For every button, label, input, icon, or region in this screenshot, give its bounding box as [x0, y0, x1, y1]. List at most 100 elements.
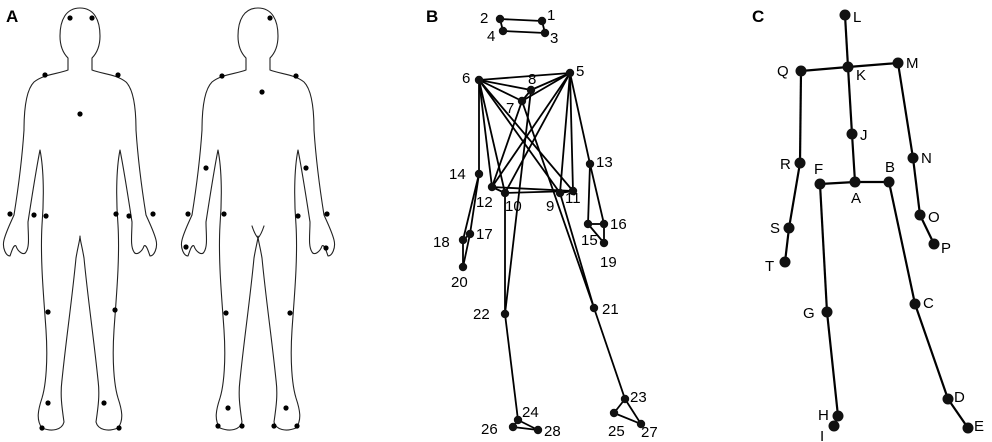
panel-c-joint-C [909, 298, 921, 310]
back-marker [271, 423, 277, 429]
panel-c-edge-J-A [850, 133, 857, 183]
panel-b-joint-9 [555, 188, 565, 198]
back-marker [225, 405, 231, 411]
panel-b-joint-6 [474, 75, 484, 85]
panel-b-edge-1-2 [499, 18, 543, 22]
panel-c-edge-R-S [787, 162, 802, 229]
panel-b-label-3: 3 [550, 30, 558, 47]
front-marker [101, 400, 107, 406]
panel-b-edge-13-16 [589, 163, 605, 225]
panel-b-edge-14-17 [469, 173, 480, 235]
panel-b-edge-7-12 [491, 100, 523, 188]
panel-b-joint-18 [458, 235, 468, 245]
front-marker [39, 425, 45, 431]
back-marker [294, 423, 300, 429]
panel-b-joint-21 [589, 303, 599, 313]
panel-b-edge-5-11 [569, 72, 574, 192]
panel-b-label-16: 16 [610, 216, 627, 233]
panel-c-label-S: S [770, 220, 780, 237]
back-marker [303, 165, 309, 171]
panel-c-joint-A [849, 176, 861, 188]
panel-c-label-C: C [923, 295, 934, 312]
panel-b-label-11: 11 [565, 190, 581, 207]
panel-b-joint-26 [508, 422, 518, 432]
panel-c-label-P: P [941, 240, 951, 257]
panel-b-label-9: 9 [546, 198, 554, 215]
panel-b-edge-6-5 [478, 72, 571, 81]
panel-b-joint-7 [517, 96, 527, 106]
panel-b-joint-23 [620, 394, 630, 404]
panel-b-label-23: 23 [630, 389, 647, 406]
back-marker [283, 405, 289, 411]
panel-c-edge-F-G [818, 183, 829, 313]
panel-b-label-7: 7 [506, 100, 514, 117]
panel-b-joint-2 [495, 14, 505, 24]
panel-c-label-Q: Q [777, 63, 789, 80]
panel-b-edge-7-21 [521, 100, 595, 309]
panel-c-edge-Q-R [798, 70, 803, 164]
panel-c-edge-D-E [947, 398, 969, 429]
panel-b-edge-5-13 [569, 72, 591, 165]
panel-c-label-F: F [814, 161, 823, 178]
panel-c-label-N: N [921, 150, 932, 167]
panel-b-label-18: 18 [433, 234, 450, 251]
panel-c-letter: C [752, 7, 764, 26]
panel-c-label-A: A [851, 190, 861, 207]
panel-c-label-I: I [820, 428, 824, 442]
panel-b-edge-3-4 [502, 30, 546, 34]
panel-b-joint-4 [498, 26, 508, 36]
panel-b-label-1: 1 [547, 7, 555, 24]
panel-b-label-21: 21 [602, 301, 619, 318]
panel-c-label-O: O [928, 209, 940, 226]
back-marker [239, 423, 245, 429]
panel-c-edge-C-D [913, 303, 950, 400]
panel-c-joint-H [832, 410, 844, 422]
panel-a: A [2, 7, 336, 431]
back-marker [259, 89, 265, 95]
panel-c-edge-G-H [825, 311, 840, 417]
panel-c-joints [779, 9, 974, 434]
panel-b-joint-19 [599, 238, 609, 248]
front-marker [112, 307, 118, 313]
panel-c-label-M: M [906, 55, 919, 72]
front-marker [77, 111, 83, 117]
front-marker [116, 425, 122, 431]
panel-b-letter: B [426, 7, 438, 26]
panel-c-label-T: T [765, 258, 774, 275]
panel-c-label-J: J [860, 127, 868, 144]
panel-b-edge-5-9 [559, 72, 571, 194]
panel-c-joint-N [907, 152, 919, 164]
panel-b-label-19: 19 [600, 254, 617, 271]
panel-b-joint-24 [513, 415, 523, 425]
panel-b-label-14: 14 [449, 166, 466, 183]
front-marker [45, 309, 51, 315]
panel-c-joint-P [928, 238, 940, 250]
panel-b-joint-28 [533, 425, 543, 435]
back-marker [219, 73, 225, 79]
front-marker [89, 15, 95, 21]
panel-c-edge-F-A [819, 180, 856, 186]
back-marker [324, 211, 330, 217]
front-marker [7, 211, 13, 217]
front-marker [113, 211, 119, 217]
panel-c-edges [783, 14, 969, 429]
panel-b-joint-3 [540, 28, 550, 38]
panel-b-joint-16 [599, 219, 609, 229]
panel-c-edge-K-J [846, 66, 854, 135]
panel-c-joint-S [783, 222, 795, 234]
panel-b-edge-22-24 [504, 313, 519, 421]
panel-c-label-K: K [856, 67, 866, 84]
front-marker [115, 72, 121, 78]
panel-b-label-8: 8 [528, 71, 536, 88]
front-marker [126, 213, 132, 219]
back-marker [223, 310, 229, 316]
back-gluteal-line [251, 225, 265, 239]
panel-b-edge-6-7 [478, 79, 523, 102]
panel-c-label-H: H [818, 407, 829, 424]
panel-b-label-25: 25 [608, 423, 625, 440]
panel-b-joint-5 [565, 68, 575, 78]
panel-b-edge-13-15 [587, 163, 591, 225]
panel-b-joint-8 [526, 85, 536, 95]
panel-c-joint-L [839, 9, 851, 21]
